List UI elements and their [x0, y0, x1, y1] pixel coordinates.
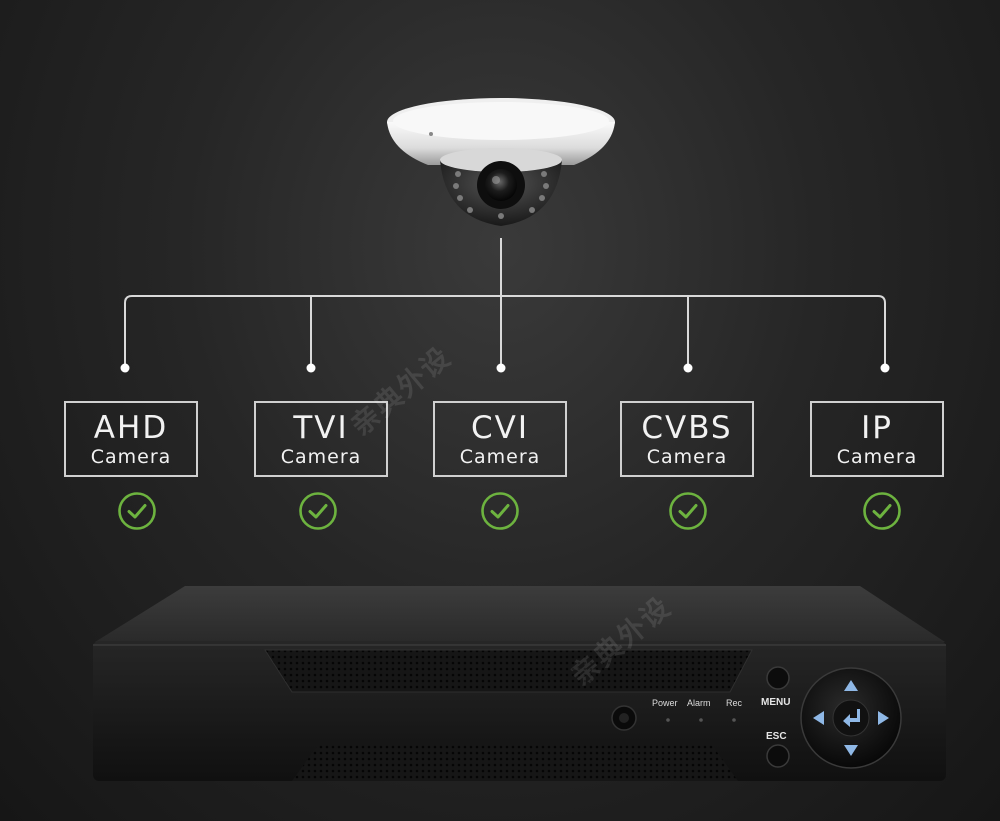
camera-type-box-ahd: AHD Camera — [64, 401, 198, 477]
esc-button-label: ESC — [766, 731, 787, 742]
camera-type-box-cvbs: CVBS Camera — [620, 401, 754, 477]
branch-line — [124, 295, 886, 368]
power-led-label: Power — [652, 698, 678, 708]
camera-type-name: IP — [861, 410, 893, 446]
camera-type-sub: Camera — [90, 446, 172, 468]
camera-type-name: CVBS — [641, 410, 733, 446]
rec-led-label: Rec — [726, 698, 743, 708]
node-dot-ip — [880, 363, 890, 373]
check-circle-icon — [299, 492, 337, 530]
node-dot-cvbs — [683, 363, 693, 373]
check-circle-icon — [118, 492, 156, 530]
check-circle-icon — [863, 492, 901, 530]
alarm-led-label: Alarm — [687, 698, 711, 708]
camera-type-name: CVI — [471, 410, 529, 446]
camera-type-name: TVI — [293, 410, 349, 446]
camera-type-box-tvi: TVI Camera — [254, 401, 388, 477]
camera-type-sub: Camera — [280, 446, 362, 468]
camera-type-box-ip: IP Camera — [810, 401, 944, 477]
camera-type-sub: Camera — [836, 446, 918, 468]
menu-button-label: MENU — [761, 697, 791, 708]
camera-type-box-cvi: CVI Camera — [433, 401, 567, 477]
node-dot-cvi — [496, 363, 506, 373]
node-dot-tvi — [306, 363, 316, 373]
check-circle-icon — [481, 492, 519, 530]
camera-type-sub: Camera — [646, 446, 728, 468]
camera-type-sub: Camera — [459, 446, 541, 468]
camera-type-name: AHD — [93, 410, 169, 446]
check-circle-icon — [669, 492, 707, 530]
node-dot-ahd — [120, 363, 130, 373]
